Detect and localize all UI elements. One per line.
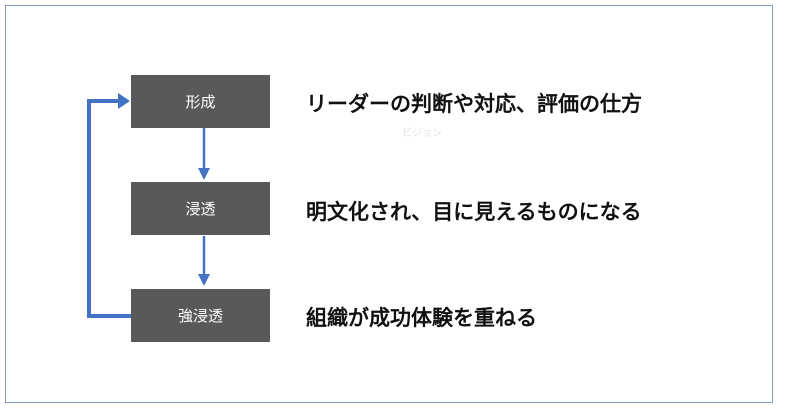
feedback-loop-arrow [87, 93, 131, 318]
step-box-formation: 形成 [131, 75, 270, 128]
step-box-strong-penetration: 強浸透 [131, 289, 270, 342]
step-label: 形成 [185, 93, 216, 111]
step-description: 組織が成功体験を重ねる [306, 306, 537, 330]
arrow-penetration-to-strong [198, 236, 210, 286]
faint-background-text: ビジョン [402, 128, 442, 139]
step-description: リーダーの判断や対応、評価の仕方 [306, 92, 642, 116]
step-description: 明文化され、目に見えるものになる [306, 200, 642, 224]
arrow-formation-to-penetration [198, 128, 210, 180]
step-label: 強浸透 [177, 307, 223, 325]
diagram-frame [5, 5, 773, 403]
step-label: 浸透 [185, 200, 216, 218]
step-box-penetration: 浸透 [131, 182, 270, 235]
